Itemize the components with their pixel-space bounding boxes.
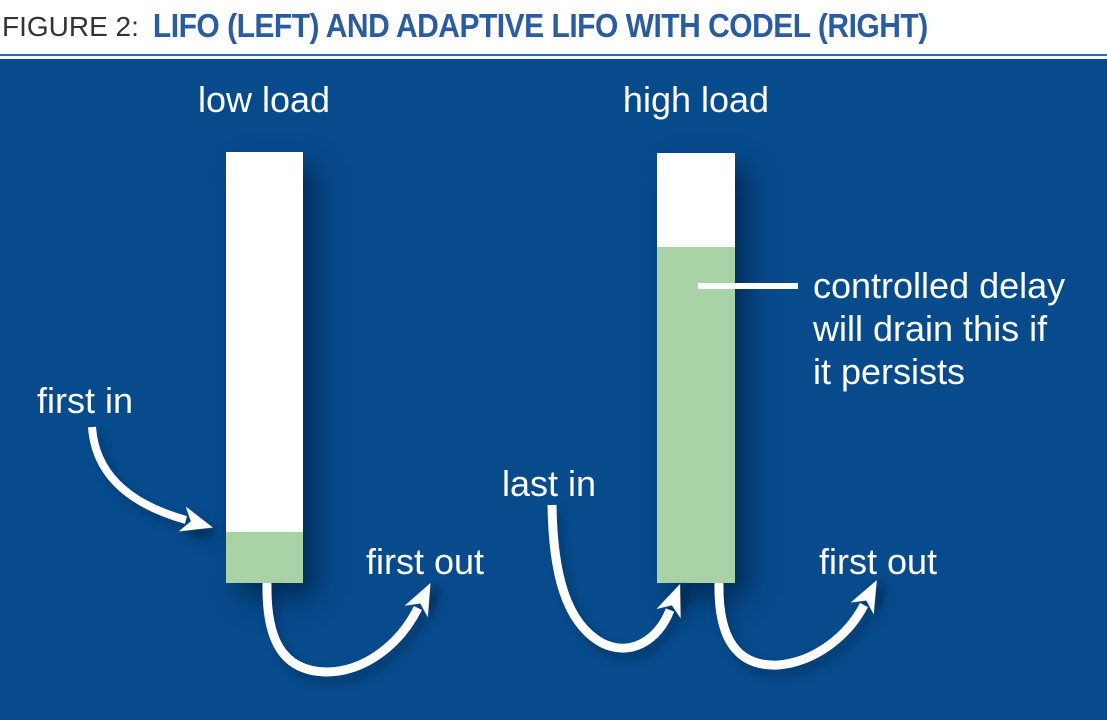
first-out-left-label: first out <box>366 541 485 582</box>
figure-number-label: FIGURE 2: <box>2 11 139 42</box>
first-in-label: first in <box>37 380 134 421</box>
last-in-label: last in <box>502 463 597 504</box>
callout-line-3: it persists <box>813 351 966 392</box>
diagram-panel: low load high load first in first out la… <box>0 59 1107 720</box>
first-in-arrow-icon <box>88 426 213 532</box>
caption-divider-rule <box>0 54 1107 56</box>
first-out-left-arrow-icon <box>262 582 431 677</box>
figure-title: LIFO (LEFT) AND ADAPTIVE LIFO WITH CODEL… <box>152 7 928 45</box>
lifo-queue-column <box>226 152 303 583</box>
figure-caption: FIGURE 2: LIFO (LEFT) AND ADAPTIVE LIFO … <box>0 0 1107 54</box>
adaptive-lifo-queue-column <box>657 153 735 583</box>
codel-callout-text: controlled delay will drain this if it p… <box>813 264 1107 393</box>
last-in-arrow-icon <box>547 504 681 653</box>
caption-divider-gap <box>0 56 1107 59</box>
callout-line-2: will drain this if <box>813 308 1048 349</box>
first-out-right-arrow-icon <box>714 580 877 670</box>
callout-line-1: controlled delay <box>813 265 1066 306</box>
low-load-label: low load <box>197 79 331 120</box>
right-queue-occupied-region <box>657 247 735 583</box>
left-queue-empty-region <box>226 152 303 532</box>
first-out-right-label: first out <box>819 541 938 582</box>
left-queue-occupied-region <box>226 532 303 583</box>
right-queue-empty-region <box>657 153 735 247</box>
high-load-label: high load <box>622 79 770 120</box>
